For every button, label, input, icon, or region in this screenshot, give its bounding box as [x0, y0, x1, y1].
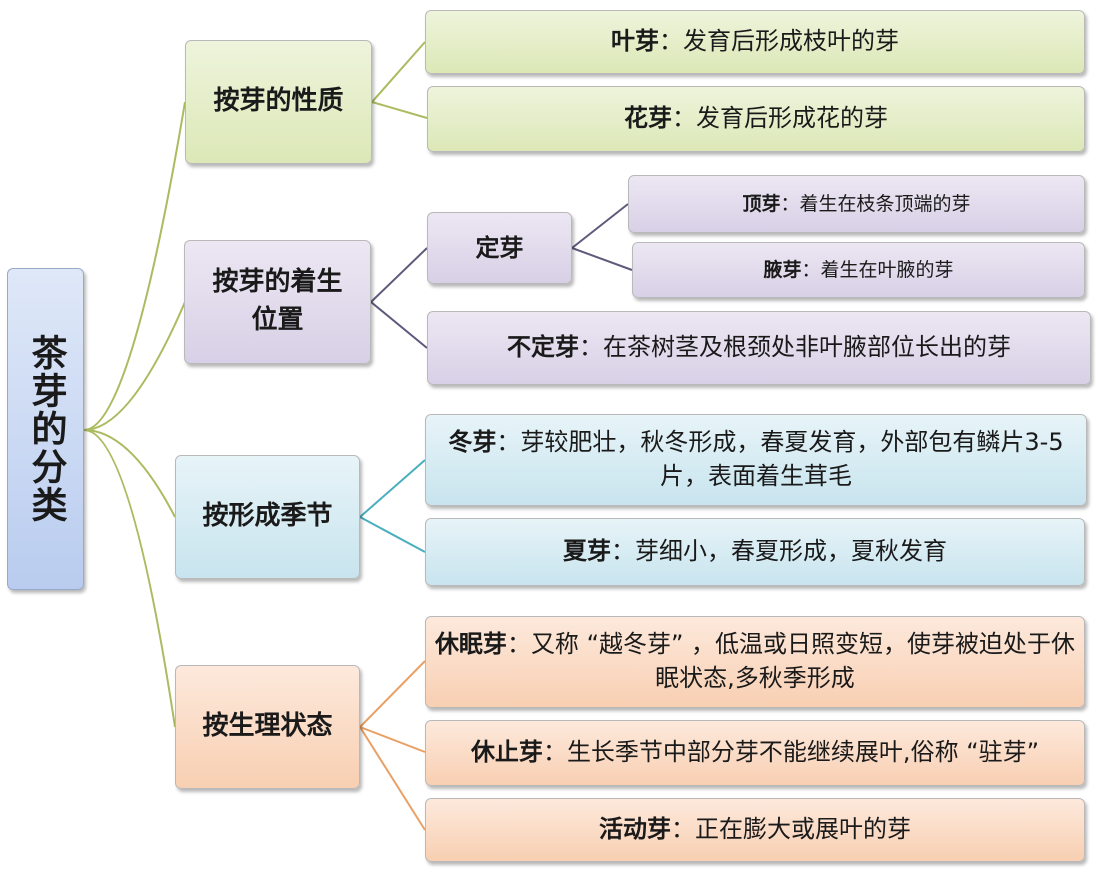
leaf-key: 叶芽 — [611, 27, 659, 56]
subcategory-fixed-bud-label: 定芽 — [475, 233, 524, 262]
connector-root-nature — [83, 101, 186, 431]
leaf-key: 活动芽 — [599, 815, 671, 844]
root-title: 茶芽的分类 — [25, 334, 67, 524]
connector-root-position — [83, 301, 186, 431]
leaf-adventitious-bud: 不定芽：在茶树茎及根颈处非叶腋部位长出的芽 — [427, 311, 1091, 385]
connector-season-summer — [359, 516, 426, 553]
leaf-terminal-bud: 顶芽：着生在枝条顶端的芽 — [628, 175, 1085, 233]
leaf-separator: ： — [611, 537, 635, 566]
connector-position-adventitious — [370, 301, 428, 349]
leaf-leaf-bud: 叶芽：发育后形成枝叶的芽 — [425, 10, 1085, 74]
leaf-desc: 芽较肥壮，秋冬形成，春夏发育，外部包有鳞片3-5片，表面着生茸毛 — [520, 428, 1064, 490]
category-season: 按形成季节 — [175, 455, 360, 579]
leaf-axillary-bud: 腋芽：着生在叶腋的芽 — [632, 242, 1085, 298]
leaf-desc: 发育后形成枝叶的芽 — [683, 27, 899, 56]
leaf-winter-bud: 冬芽：芽较肥壮，秋冬形成，春夏发育，外部包有鳞片3-5片，表面着生茸毛 — [425, 414, 1087, 506]
leaf-key: 休眠芽 — [434, 630, 507, 659]
connector-root-state — [83, 429, 176, 728]
category-position-label-line1: 按芽的着生 — [212, 267, 343, 298]
category-position-label-line2: 位置 — [251, 305, 304, 335]
category-state: 按生理状态 — [175, 665, 360, 789]
leaf-separator: ： — [780, 192, 800, 215]
leaf-desc: 在茶树茎及根颈处非叶腋部位长出的芽 — [603, 333, 1011, 362]
leaf-summer-bud: 夏芽：芽细小，春夏形成，夏秋发育 — [425, 518, 1085, 586]
connector-state-resting — [359, 726, 426, 753]
category-season-label: 按形成季节 — [202, 501, 333, 532]
leaf-desc: 又称 “越冬芽” ，低温或日照变短，使芽被迫处于休眠状态,多秋季形成 — [530, 630, 1076, 692]
leaf-desc: 发育后形成花的芽 — [696, 104, 888, 133]
leaf-separator: ： — [506, 630, 531, 659]
connector-position-fixed — [370, 247, 428, 303]
leaf-separator: ： — [496, 428, 521, 457]
leaf-separator: ： — [671, 815, 695, 844]
leaf-desc: 着生在枝条顶端的芽 — [799, 192, 971, 215]
leaf-desc: 生长季节中部分芽不能继续展叶,俗称 “驻芽” — [566, 738, 1040, 767]
leaf-key: 不定芽 — [507, 333, 579, 362]
root-node: 茶芽的分类 — [7, 268, 84, 590]
leaf-key: 夏芽 — [563, 537, 611, 566]
leaf-separator: ： — [659, 27, 683, 56]
leaf-key: 休止芽 — [470, 738, 543, 767]
category-nature: 按芽的性质 — [185, 40, 372, 164]
connector-state-dormant — [359, 660, 426, 728]
connector-season-winter — [359, 459, 426, 518]
category-position: 按芽的着生 位置 — [184, 240, 371, 364]
connector-nature-leafbud — [371, 41, 426, 103]
leaf-dormant-bud: 休眠芽：又称 “越冬芽” ，低温或日照变短，使芽被迫处于休眠状态,多秋季形成 — [425, 616, 1085, 708]
leaf-desc: 芽细小，春夏形成，夏秋发育 — [635, 537, 947, 566]
connector-fixed-terminal — [571, 203, 629, 249]
connector-root-season — [83, 429, 176, 518]
leaf-active-bud: 活动芽：正在膨大或展叶的芽 — [425, 798, 1085, 862]
leaf-key: 冬芽 — [448, 428, 497, 457]
leaf-separator: ： — [579, 333, 603, 362]
leaf-separator: ： — [542, 738, 567, 767]
connector-state-active — [359, 726, 426, 831]
leaf-separator: ： — [801, 258, 821, 281]
category-state-label: 按生理状态 — [202, 711, 333, 742]
leaf-separator: ： — [672, 104, 696, 133]
leaf-resting-bud: 休止芽：生长季节中部分芽不能继续展叶,俗称 “驻芽” — [425, 720, 1085, 786]
leaf-key: 腋芽 — [763, 258, 802, 281]
leaf-key: 花芽 — [624, 104, 672, 133]
connector-fixed-axillary — [571, 247, 633, 271]
leaf-flower-bud: 花芽：发育后形成花的芽 — [427, 86, 1085, 152]
leaf-key: 顶芽 — [742, 192, 781, 215]
leaf-desc: 正在膨大或展叶的芽 — [695, 815, 911, 844]
subcategory-fixed-bud: 定芽 — [427, 212, 572, 284]
connector-nature-flowerbud — [371, 101, 428, 119]
category-nature-label: 按芽的性质 — [213, 86, 344, 117]
leaf-desc: 着生在叶腋的芽 — [820, 258, 954, 281]
